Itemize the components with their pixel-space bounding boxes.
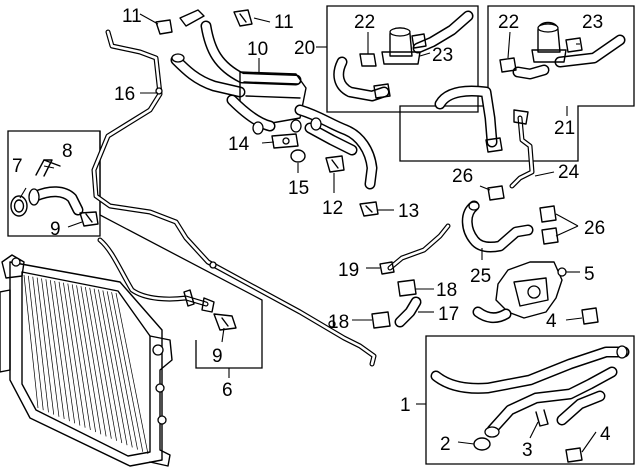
radiator-tube-lower (97, 237, 215, 313)
callout-1: 1 (400, 395, 411, 416)
radiator-fin (93, 288, 123, 444)
radiator-fin (115, 292, 149, 455)
radiator-fin (76, 285, 102, 435)
callout-20: 20 (294, 38, 315, 59)
part-19-tube (379, 223, 451, 275)
callout-8: 8 (62, 141, 73, 162)
callout-4-a: 4 (546, 311, 557, 332)
part-13-clamp (359, 201, 379, 217)
radiator (0, 254, 173, 467)
part-12-clamp (325, 155, 345, 173)
part-10-hose-assembly (170, 20, 378, 190)
part-9-clamp-upper (79, 211, 99, 227)
callout-6: 6 (222, 380, 233, 401)
callout-19: 19 (338, 260, 359, 281)
callout-11-a: 11 (122, 6, 142, 27)
radiator-fin (58, 281, 81, 426)
part-11-clamp-right (233, 9, 253, 27)
callout-22-a: 22 (354, 12, 375, 33)
group-box-6 (7, 130, 263, 378)
callout-24: 24 (558, 162, 580, 183)
callout-26-b: 26 (584, 218, 605, 239)
callout-2: 2 (440, 434, 451, 455)
radiator-fin (89, 287, 117, 441)
part-5-water-pump-housing (472, 261, 567, 324)
callout-25: 25 (470, 266, 491, 287)
part-3-clip (535, 409, 549, 427)
callout-3: 3 (522, 440, 533, 461)
part-2-o-ring (473, 437, 491, 451)
radiator-fin (111, 292, 144, 452)
callout-5: 5 (584, 264, 595, 285)
callout-18-b: 18 (328, 312, 349, 333)
part-14-gasket-plate (271, 133, 299, 149)
radiator-fin (67, 283, 91, 430)
callout-labels: 11 11 10 16 14 15 12 13 20 22 23 22 23 2… (12, 6, 611, 461)
radiator-fin (71, 284, 96, 433)
part-26-clamp-a (487, 185, 505, 201)
radiator-fin (36, 277, 55, 415)
leader-lines (19, 13, 597, 453)
part-15-o-ring (290, 149, 306, 163)
group-box-1 (416, 335, 635, 465)
callout-23-a: 23 (432, 45, 453, 66)
callout-11-b: 11 (274, 12, 294, 33)
radiator-fin (41, 278, 60, 417)
group-box-20 (316, 5, 479, 113)
callout-10: 10 (247, 39, 268, 60)
radiator-fin (106, 291, 138, 450)
callout-12: 12 (322, 198, 343, 219)
part-26-clamp-b (539, 205, 559, 245)
callout-15: 15 (288, 178, 309, 199)
part-17-hose (394, 296, 422, 328)
callout-21: 21 (554, 118, 575, 139)
callout-16: 16 (114, 84, 135, 105)
hose-upper-left (28, 186, 84, 216)
part-11-clamp-left (155, 9, 205, 35)
radiator-fin (63, 282, 86, 428)
part-7-o-ring (10, 195, 28, 217)
radiator-fin (54, 280, 76, 424)
callout-4-b: 4 (600, 424, 611, 445)
group-box-21 (399, 5, 635, 162)
radiator-fin (84, 286, 112, 439)
radiator-fin (23, 274, 39, 409)
callout-13: 13 (398, 201, 419, 222)
part-25-hose (461, 200, 534, 253)
callout-26-a: 26 (452, 166, 473, 187)
radiator-fin (98, 289, 128, 446)
radiator-fin (32, 276, 49, 413)
part-18-clamp-a (397, 279, 417, 297)
group-1-hose-assembly (430, 345, 630, 438)
part-9-clamp-lower (213, 313, 237, 331)
callout-14: 14 (228, 134, 250, 155)
part-16-coolant-tube (91, 29, 377, 367)
callout-23-b: 23 (582, 12, 603, 33)
callout-17: 17 (438, 304, 459, 325)
part-18-clamp-b (371, 311, 391, 329)
callout-9-b: 9 (212, 346, 223, 367)
callout-9-a: 9 (50, 219, 61, 240)
radiator-fin (80, 286, 107, 437)
radiator-fin (45, 279, 65, 419)
callout-7: 7 (12, 156, 23, 177)
radiator-fin (28, 275, 44, 411)
part-4-clamp-lower (565, 447, 583, 463)
radiator-fin (49, 280, 70, 422)
part-8-clip (35, 159, 61, 177)
group-21-parts (434, 21, 626, 153)
radiator-fin (102, 290, 133, 448)
callout-18-a: 18 (436, 280, 457, 301)
callout-22-b: 22 (498, 12, 519, 33)
part-4-clamp-mid (581, 307, 599, 325)
group-20-parts (333, 10, 474, 102)
part-24-pipe (509, 109, 535, 189)
